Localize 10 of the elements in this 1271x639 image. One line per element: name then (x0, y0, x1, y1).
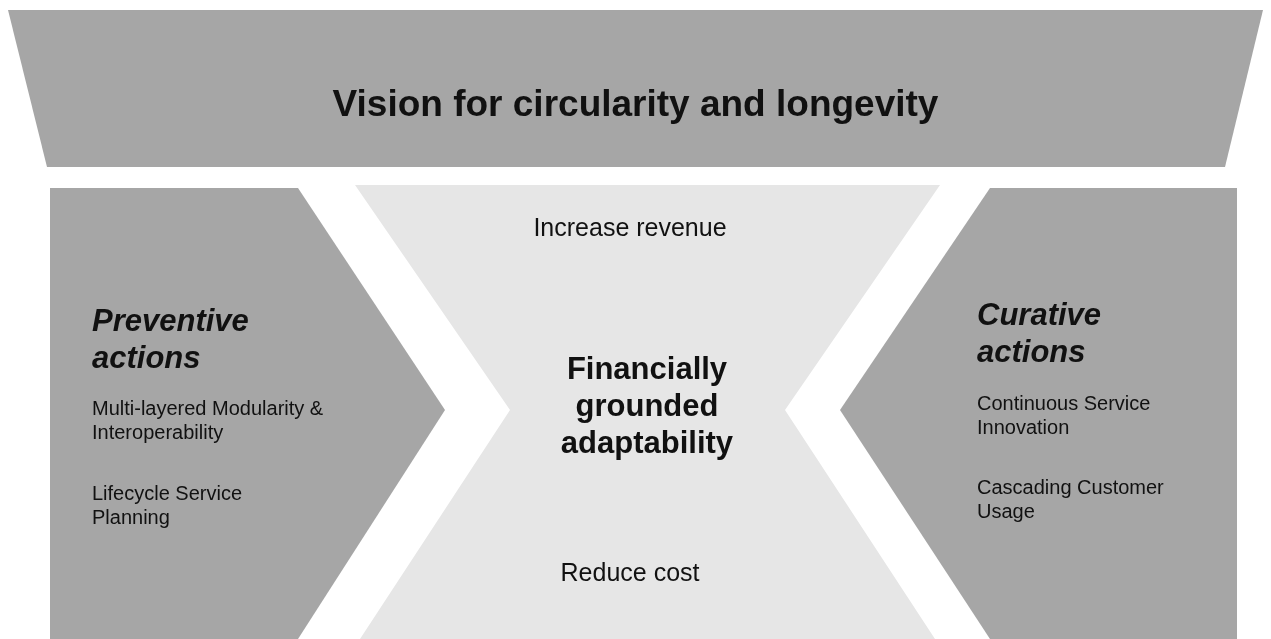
heading-text: Financially grounded adaptability (559, 350, 735, 462)
body-text: Cascading Customer Usage (977, 475, 1165, 523)
body-text: Continuous Service Innovation (977, 391, 1152, 439)
body-text: Lifecycle Service Planning (92, 481, 244, 529)
heading-text: Curative actions (977, 296, 1103, 371)
body-text: Increase revenue (532, 212, 728, 242)
heading-text: Preventive actions (92, 302, 250, 377)
body-text: Multi-layered Modularity & Interoperability (92, 396, 325, 444)
body-text: Reduce cost (559, 557, 701, 587)
title-text: Vision for circularity and longevity (331, 82, 940, 126)
